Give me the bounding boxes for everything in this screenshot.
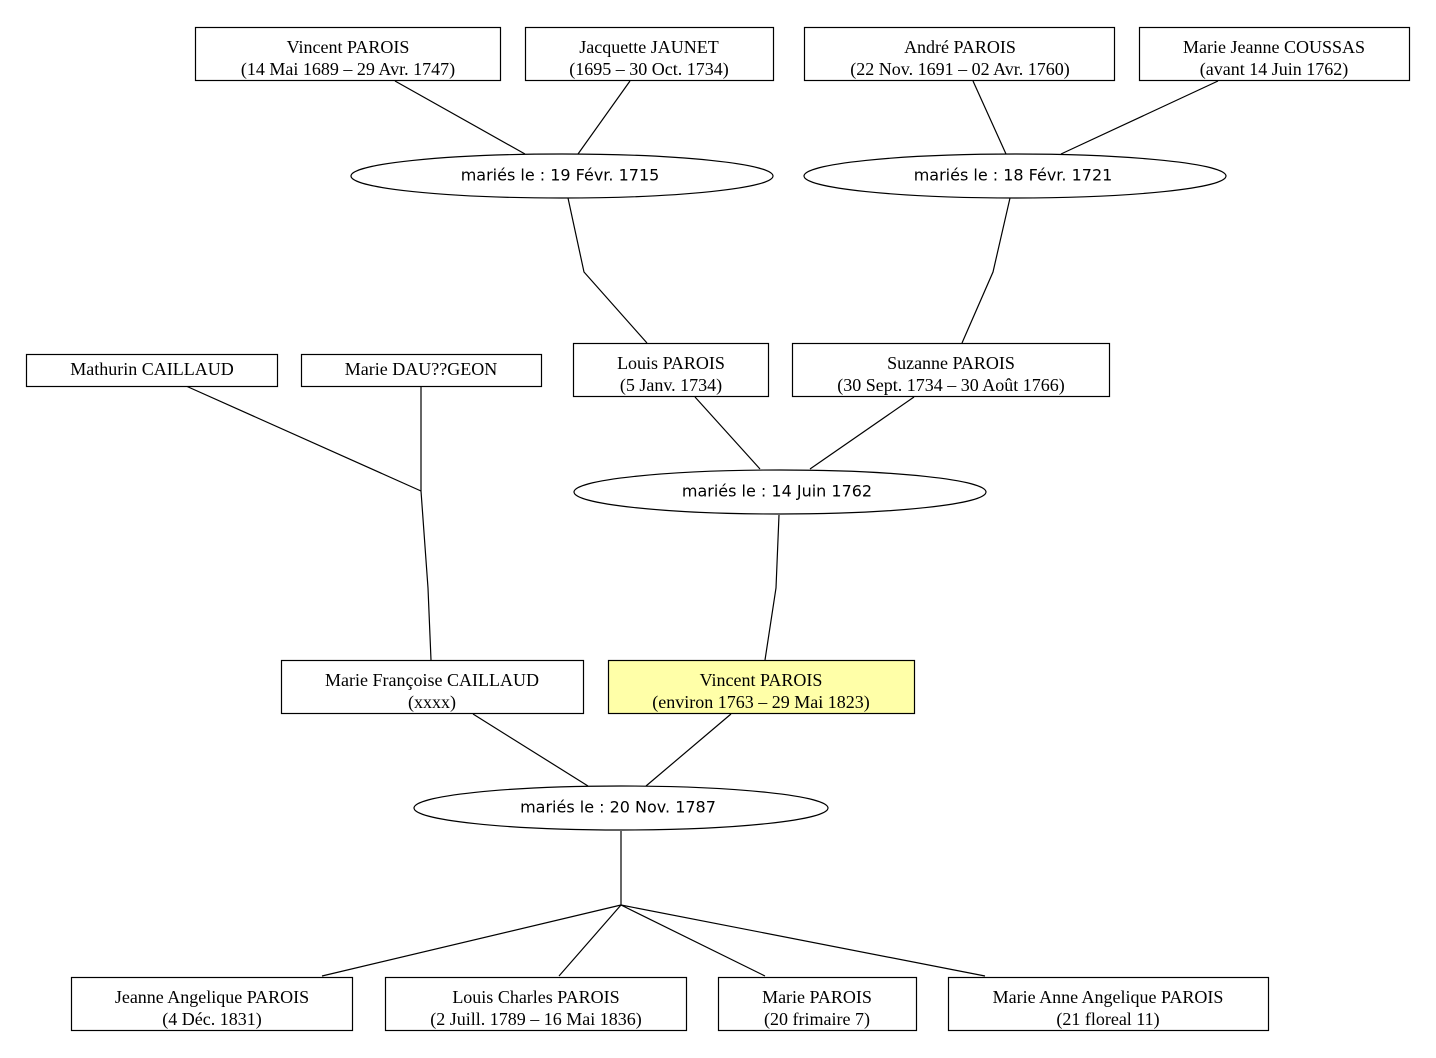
- person-box: [384, 976, 688, 1032]
- person-name: Marie Françoise CAILLAUD: [325, 670, 539, 690]
- marriage-1787[interactable]: mariés le : 20 Nov. 1787: [413, 785, 829, 831]
- person-box: [717, 976, 918, 1032]
- person-box: [524, 26, 775, 82]
- marriage-1721[interactable]: mariés le : 18 Févr. 1721: [803, 153, 1227, 199]
- person-box: [194, 26, 502, 82]
- person-name: Marie Anne Angelique PAROIS: [993, 987, 1224, 1007]
- person-andre-parois[interactable]: André PAROIS (22 Nov. 1691 – 02 Avr. 176…: [803, 26, 1116, 82]
- person-dates: (environ 1763 – 29 Mai 1823): [652, 692, 869, 713]
- person-name: Jacquette JAUNET: [579, 37, 718, 57]
- person-marie-dau-geon[interactable]: Marie DAU??GEON: [300, 353, 543, 388]
- edge-m1715-to-louis: [567, 197, 648, 344]
- marriage-1762[interactable]: mariés le : 14 Juin 1762: [573, 469, 987, 515]
- edge-m1762-to-vincent: [764, 514, 780, 661]
- marriage-label: mariés le : 19 Févr. 1715: [461, 166, 660, 185]
- person-name: Marie DAU??GEON: [345, 359, 497, 379]
- edge-mathurin-to-junction: [185, 385, 422, 492]
- edge-marie-francoise-to-m1787: [472, 713, 589, 787]
- person-name: André PAROIS: [904, 37, 1016, 57]
- person-suzanne-parois[interactable]: Suzanne PAROIS (30 Sept. 1734 – 30 Août …: [791, 342, 1111, 398]
- marriage-ellipse: [803, 153, 1227, 199]
- edge-andre-to-m1721: [972, 80, 1007, 155]
- edge-coussas-to-m1721: [1060, 80, 1219, 155]
- marriage-label: mariés le : 14 Juin 1762: [682, 482, 872, 501]
- person-box: [1138, 26, 1411, 82]
- edge-junction-to-louis-charles: [558, 904, 622, 977]
- person-box: [791, 342, 1111, 398]
- marriage-ellipse: [350, 153, 774, 199]
- person-dates: (30 Sept. 1734 – 30 Août 1766): [837, 375, 1065, 396]
- marriage-1715[interactable]: mariés le : 19 Févr. 1715: [350, 153, 774, 199]
- marriage-label: mariés le : 20 Nov. 1787: [520, 798, 716, 817]
- edge-m1721-to-suzanne: [961, 197, 1011, 344]
- marriage-ellipse: [413, 785, 829, 831]
- person-jeanne-angelique-parois[interactable]: Jeanne Angelique PAROIS (4 Déc. 1831): [70, 976, 354, 1032]
- person-mathurin-caillaud[interactable]: Mathurin CAILLAUD: [25, 353, 279, 388]
- person-dates: (5 Janv. 1734): [620, 375, 722, 396]
- person-box-highlighted: [607, 659, 916, 715]
- person-box: [572, 342, 770, 398]
- person-name: Suzanne PAROIS: [887, 353, 1015, 373]
- person-dates: (14 Mai 1689 – 29 Avr. 1747): [241, 59, 455, 80]
- edge-vincent-to-m1787: [645, 713, 732, 787]
- person-name: Jeanne Angelique PAROIS: [115, 987, 309, 1007]
- edge-vincent-sr-to-m1715: [394, 80, 526, 155]
- person-dates: (avant 14 Juin 1762): [1200, 59, 1348, 80]
- person-dates: (2 Juill. 1789 – 16 Mai 1836): [430, 1009, 642, 1030]
- person-box: [803, 26, 1116, 82]
- person-box: [300, 353, 543, 388]
- person-vincent-parois-highlighted[interactable]: Vincent PAROIS (environ 1763 – 29 Mai 18…: [607, 659, 916, 715]
- edge-junction-to-marie-francoise: [420, 490, 432, 661]
- person-marie-francoise-caillaud[interactable]: Marie Françoise CAILLAUD (xxxx): [280, 659, 585, 715]
- edge-suzanne-to-m1762: [809, 396, 915, 470]
- person-box: [280, 659, 585, 715]
- person-jacquette-jaunet[interactable]: Jacquette JAUNET (1695 – 30 Oct. 1734): [524, 26, 775, 82]
- person-box: [947, 976, 1270, 1032]
- edge-jacquette-to-m1715: [577, 80, 631, 155]
- marriage-ellipse: [573, 469, 987, 515]
- person-name: Vincent PAROIS: [700, 670, 823, 690]
- person-box: [70, 976, 354, 1032]
- marriage-label: mariés le : 18 Févr. 1721: [914, 166, 1113, 185]
- connectors: [185, 80, 1219, 977]
- person-dates: (xxxx): [408, 692, 456, 713]
- edge-junction-to-marie-anne-angelique: [620, 904, 986, 977]
- person-name: Marie Jeanne COUSSAS: [1183, 37, 1365, 57]
- person-dates: (22 Nov. 1691 – 02 Avr. 1760): [850, 59, 1070, 80]
- edge-louis-to-m1762: [694, 396, 761, 470]
- person-marie-anne-angelique-parois[interactable]: Marie Anne Angelique PAROIS (21 floreal …: [947, 976, 1270, 1032]
- edge-junction-to-jeanne-angelique: [321, 904, 622, 977]
- person-dates: (4 Déc. 1831): [162, 1009, 261, 1030]
- person-louis-charles-parois[interactable]: Louis Charles PAROIS (2 Juill. 1789 – 16…: [384, 976, 688, 1032]
- person-name: Marie PAROIS: [762, 987, 872, 1007]
- person-marie-jeanne-coussas[interactable]: Marie Jeanne COUSSAS (avant 14 Juin 1762…: [1138, 26, 1411, 82]
- person-vincent-parois-sr[interactable]: Vincent PAROIS (14 Mai 1689 – 29 Avr. 17…: [194, 26, 502, 82]
- person-name: Mathurin CAILLAUD: [70, 359, 233, 379]
- person-box: [25, 353, 279, 388]
- person-dates: (1695 – 30 Oct. 1734): [569, 59, 728, 80]
- person-marie-parois[interactable]: Marie PAROIS (20 frimaire 7): [717, 976, 918, 1032]
- person-louis-parois[interactable]: Louis PAROIS (5 Janv. 1734): [572, 342, 770, 398]
- edge-junction-to-marie: [620, 904, 766, 977]
- person-name: Louis PAROIS: [617, 353, 725, 373]
- person-dates: (20 frimaire 7): [764, 1009, 870, 1030]
- person-dates: (21 floreal 11): [1056, 1009, 1159, 1030]
- person-name: Louis Charles PAROIS: [452, 987, 619, 1007]
- person-name: Vincent PAROIS: [287, 37, 410, 57]
